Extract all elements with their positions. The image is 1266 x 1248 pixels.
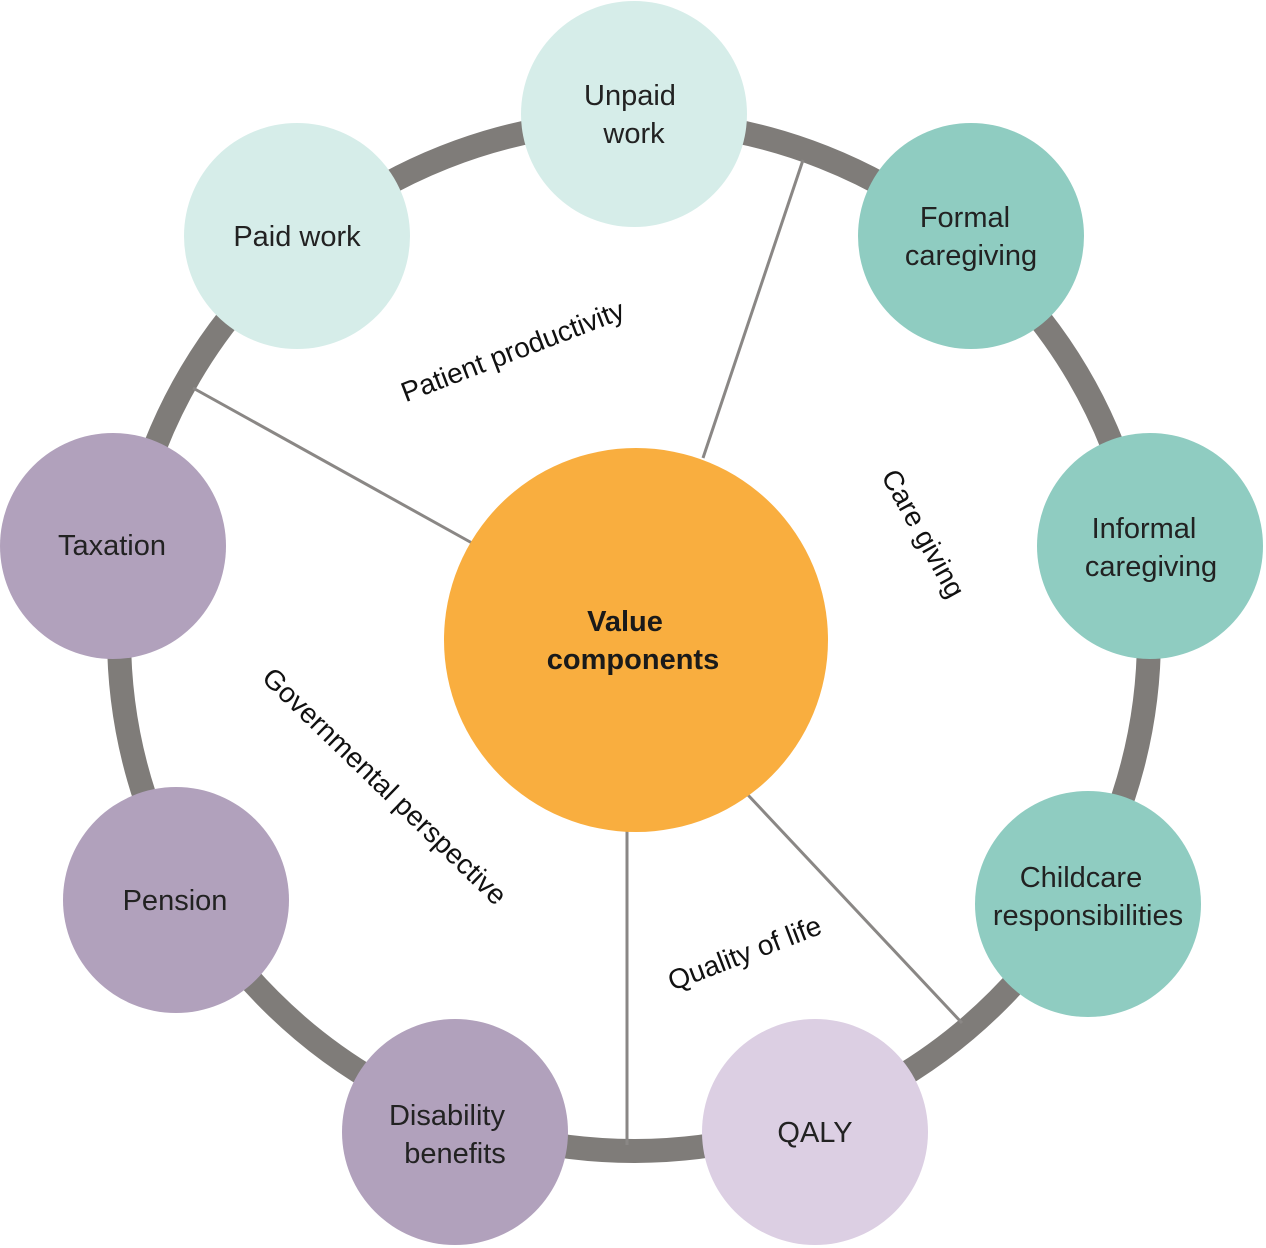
node-disability-benefits: Disability benefits: [342, 1019, 568, 1245]
node-label: Disability benefits: [389, 1100, 513, 1170]
center-circle: [444, 448, 828, 832]
node-unpaid-work: Unpaid work: [521, 1, 747, 227]
node-label: Taxation: [58, 530, 166, 562]
node-label: QALY: [777, 1117, 852, 1149]
node-circle: [975, 791, 1201, 1017]
node-circle: [858, 123, 1084, 349]
node-circle: [521, 1, 747, 227]
node-label: Pension: [123, 885, 228, 917]
node-circle: [702, 1019, 928, 1245]
node-circle: [1037, 433, 1263, 659]
sector-label-quality-of-life: Quality of life: [663, 910, 825, 997]
divider-line-lower-right: [746, 793, 964, 1025]
node-taxation: Taxation: [0, 433, 226, 659]
divider-line-upper-right: [701, 159, 805, 459]
node-label: Informal caregiving: [1085, 513, 1217, 583]
node-label: Formal caregiving: [905, 202, 1037, 272]
node-label: Unpaid work: [584, 80, 684, 150]
node-paid-work: Paid work: [184, 123, 410, 349]
center-node-value-components: Value components: [444, 448, 828, 832]
node-informal-caregiving: Informal caregiving: [1037, 433, 1263, 659]
node-circle: [0, 433, 226, 659]
node-circle: [63, 787, 289, 1013]
divider-line-left: [192, 386, 473, 545]
sector-label-care-giving: Care giving: [875, 464, 971, 603]
node-formal-caregiving: Formal caregiving: [858, 123, 1084, 349]
node-pension: Pension: [63, 787, 289, 1013]
node-label: Paid work: [233, 221, 361, 253]
node-childcare-responsibilities: Childcare responsibilities: [975, 791, 1201, 1017]
node-circle: [184, 123, 410, 349]
sector-label-patient-productivity: Patient productivity: [397, 294, 629, 408]
sector-dividers: [192, 159, 964, 1145]
node-label: Childcare responsibilities: [993, 862, 1183, 932]
node-qaly: QALY: [702, 1019, 928, 1245]
center-label: Value components: [547, 606, 719, 676]
node-circle: [342, 1019, 568, 1245]
